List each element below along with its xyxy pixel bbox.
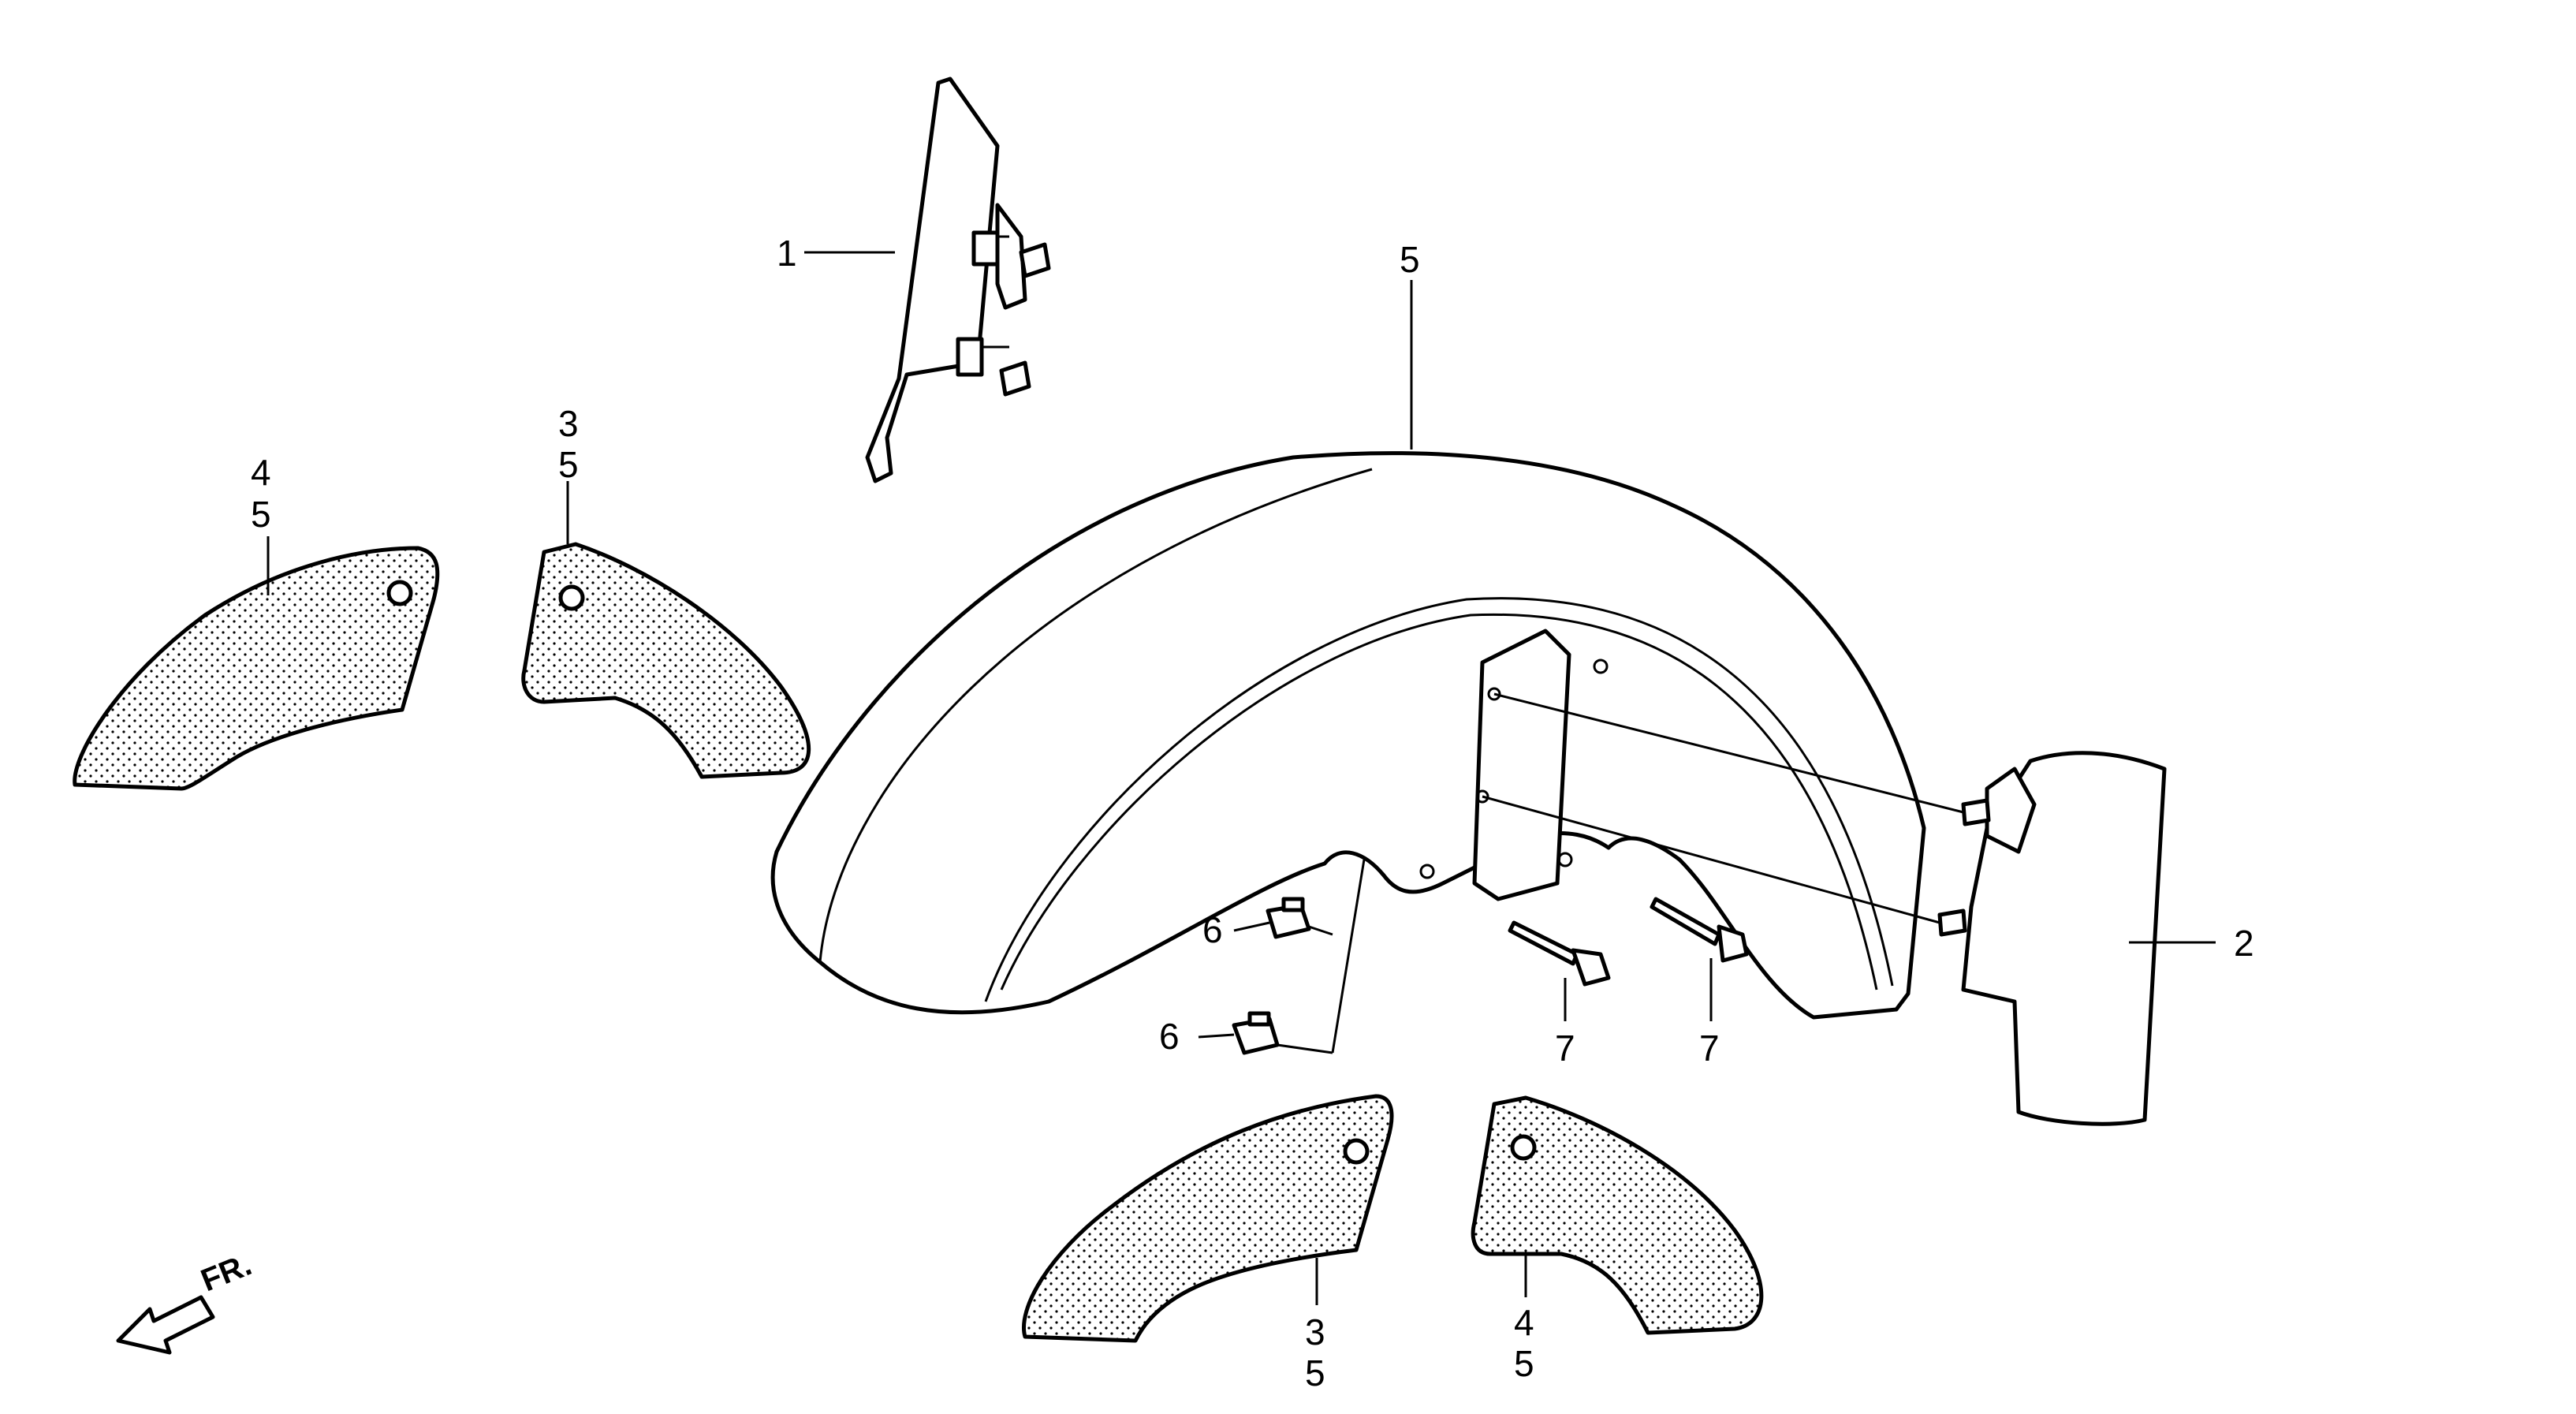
callout-5-lower-left: 5	[1305, 1352, 1325, 1393]
flange-nut-upper	[1266, 897, 1311, 939]
callout-3-lower: 3	[1305, 1311, 1325, 1352]
pad-upper-left-outer	[73, 546, 440, 791]
callout-3-upper: 3	[558, 403, 579, 444]
leader-lines	[267, 251, 2216, 1305]
callout-5-lower-right: 5	[1514, 1343, 1534, 1384]
pad-lower-left	[1022, 1094, 1394, 1343]
callout-4-lower: 4	[1514, 1302, 1534, 1343]
bolt-left	[1508, 920, 1611, 987]
callout-2: 2	[2234, 923, 2254, 964]
pad-upper-left-inner	[521, 542, 811, 779]
fork-bracket-lower	[1482, 692, 2167, 1126]
callout-labels: 1 2 5 3 5 4 5 6 6 7 7 3 5 4 5	[251, 233, 2254, 1393]
front-fender	[770, 451, 1926, 1020]
front-direction-label: FR.	[196, 1247, 256, 1298]
callout-7-right: 7	[1699, 1028, 1720, 1069]
bolt-right	[1650, 897, 1749, 963]
callout-7-left: 7	[1555, 1028, 1575, 1069]
pad-lower-right	[1471, 1095, 1764, 1335]
callout-4-upper: 4	[251, 452, 271, 493]
front-direction-arrow: FR.	[116, 1247, 256, 1355]
callout-6-upper: 6	[1202, 909, 1223, 950]
callout-5-upper-right: 5	[558, 444, 579, 485]
callout-6-lower: 6	[1159, 1016, 1180, 1057]
callout-1: 1	[777, 233, 797, 274]
callout-5-fender: 5	[1400, 239, 1420, 280]
flange-nut-lower	[1232, 1011, 1280, 1055]
fork-bracket-upper	[865, 76, 1051, 483]
callout-5-upper-left: 5	[251, 494, 271, 535]
